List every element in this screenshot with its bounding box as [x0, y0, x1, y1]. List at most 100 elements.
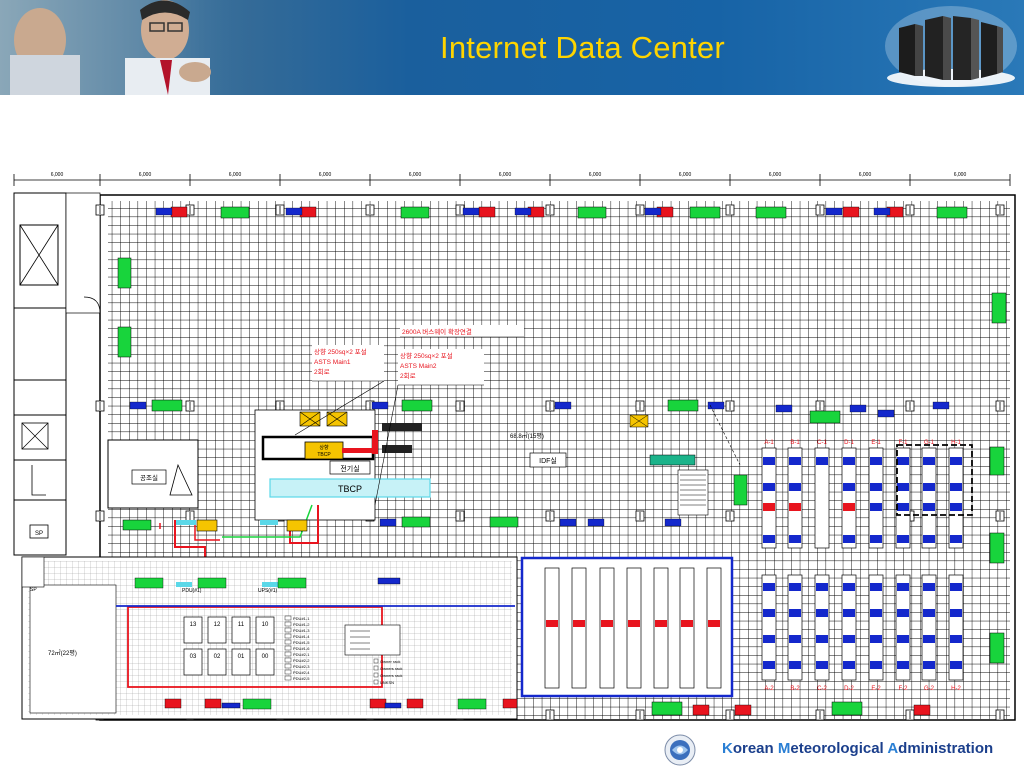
- rack-unit: [950, 583, 962, 591]
- rack-row: [895, 574, 911, 681]
- inset-unit: [197, 577, 227, 589]
- rack-unit: [843, 457, 855, 465]
- inset-unit: [502, 698, 518, 709]
- rack-unit: [923, 535, 935, 543]
- power-unit-red: [913, 704, 931, 716]
- power-unit-blue: [775, 404, 793, 413]
- rack-row: [948, 447, 964, 549]
- footer-branding: Korean Meteorological Administration: [662, 733, 1022, 767]
- org-a: A: [887, 740, 899, 757]
- inset-ups-label: UPS(#1): [258, 588, 278, 594]
- power-unit-blue: [664, 518, 682, 527]
- organization-name: Korean Meteorological Administration: [722, 740, 993, 757]
- rack-highlight-box: [896, 444, 973, 516]
- inset-panel-label: PDU#1-4: [293, 634, 310, 639]
- rack-row: [921, 574, 937, 681]
- rack-unit: [950, 503, 962, 511]
- rack-rows-lower: [544, 567, 722, 689]
- tbcp-small-label-1: 상향: [319, 444, 329, 451]
- rack-unit: [897, 503, 909, 511]
- power-unit-blue: [155, 207, 173, 216]
- crac-unit: [667, 399, 699, 412]
- rack-unit: [897, 661, 909, 669]
- rack-unit: [763, 635, 775, 643]
- header-banner: Internet Data Center: [0, 0, 1024, 95]
- crac-unit: [401, 399, 433, 412]
- asts-main1-line3: 2회로: [314, 368, 330, 376]
- inset-panel-label: PDU#1-3: [293, 628, 310, 633]
- power-unit-blue: [932, 401, 950, 410]
- crac-unit: [489, 516, 519, 528]
- rack-unit: [843, 503, 855, 511]
- annotations: 2600A 버스웨이 확장연결 상향 250sq×2 포설 ASTS Main1…: [294, 325, 741, 516]
- rack-unit: [681, 620, 693, 627]
- crac-unit: [151, 399, 183, 412]
- inset-unit: [204, 698, 222, 709]
- inset-rack-id: 10: [262, 622, 269, 628]
- rack-unit: [923, 583, 935, 591]
- rack-unit: [843, 535, 855, 543]
- rack-unit: [897, 583, 909, 591]
- rack-row: [787, 574, 803, 681]
- inset-rack: [255, 616, 275, 644]
- rack-unit: [789, 483, 801, 491]
- asts-main1-line2: ASTS Main1: [314, 359, 351, 366]
- inset-rack-id: 03: [190, 654, 197, 660]
- power-unit-blue: [554, 401, 572, 410]
- rack-row: [841, 447, 857, 549]
- dimension-label: 6,000: [954, 172, 967, 178]
- dimension-label: 6,000: [769, 172, 782, 178]
- idf-room-label: IDF실: [539, 456, 557, 465]
- rack-unit: [789, 535, 801, 543]
- rack-unit: [870, 583, 882, 591]
- tbcp-small-label-2: TBCP: [317, 452, 331, 458]
- rack-row-label: G-1: [924, 440, 935, 446]
- server-rack-illustration: [885, 6, 1017, 88]
- rack-row-label: E-1: [871, 440, 881, 446]
- inset-rack: [183, 616, 203, 644]
- rack-unit: [843, 609, 855, 617]
- rack-row: [948, 574, 964, 681]
- asts-main1-line1: 상향 250sq×2 포설: [314, 347, 367, 356]
- rack-unit: [816, 609, 828, 617]
- inset-panel-label: PDU#2-2: [293, 658, 310, 663]
- power-unit-red: [299, 206, 317, 218]
- dimension-label: 6,000: [409, 172, 422, 178]
- power-unit-red: [842, 206, 860, 218]
- inset-panel-label: PDU#1-2: [293, 622, 310, 627]
- crac-unit: [989, 532, 1005, 564]
- dimension-label: 6,000: [679, 172, 692, 178]
- inset-legend-item: Owner rack: [380, 659, 400, 664]
- inset-unit: [384, 702, 402, 709]
- rack-row: [841, 574, 857, 681]
- inset-rack: [183, 648, 203, 676]
- dimension-label: 6,000: [139, 172, 152, 178]
- rack-row: [814, 574, 830, 681]
- rack-row-label: D-2: [844, 686, 854, 692]
- rack-row: [761, 574, 777, 681]
- rack-row-label: D-1: [844, 440, 854, 446]
- inset-legend-item: UNKSN: [380, 680, 394, 685]
- rack-unit: [601, 620, 613, 627]
- crac-unit: [400, 206, 430, 219]
- inset-rack-id: 11: [238, 622, 245, 628]
- rack-row-label: B-2: [790, 686, 800, 692]
- crac-unit: [117, 257, 132, 289]
- rack-row-label: H-2: [951, 686, 961, 692]
- power-unit-blue: [825, 207, 843, 216]
- rack-unit: [708, 620, 720, 627]
- rack-unit: [789, 503, 801, 511]
- rack-unit: [843, 661, 855, 669]
- rack-unit: [950, 483, 962, 491]
- rack-unit: [897, 483, 909, 491]
- rack-unit: [923, 609, 935, 617]
- crac-unit: [401, 516, 431, 528]
- busway-segment: [382, 423, 422, 431]
- rack-row: [653, 567, 669, 689]
- rack-unit: [870, 635, 882, 643]
- rack-unit: [870, 609, 882, 617]
- kma-logo-icon: [664, 734, 696, 766]
- rack-unit: [816, 661, 828, 669]
- rack-unit: [897, 635, 909, 643]
- inset-legend-item: Owners rack: [380, 673, 402, 678]
